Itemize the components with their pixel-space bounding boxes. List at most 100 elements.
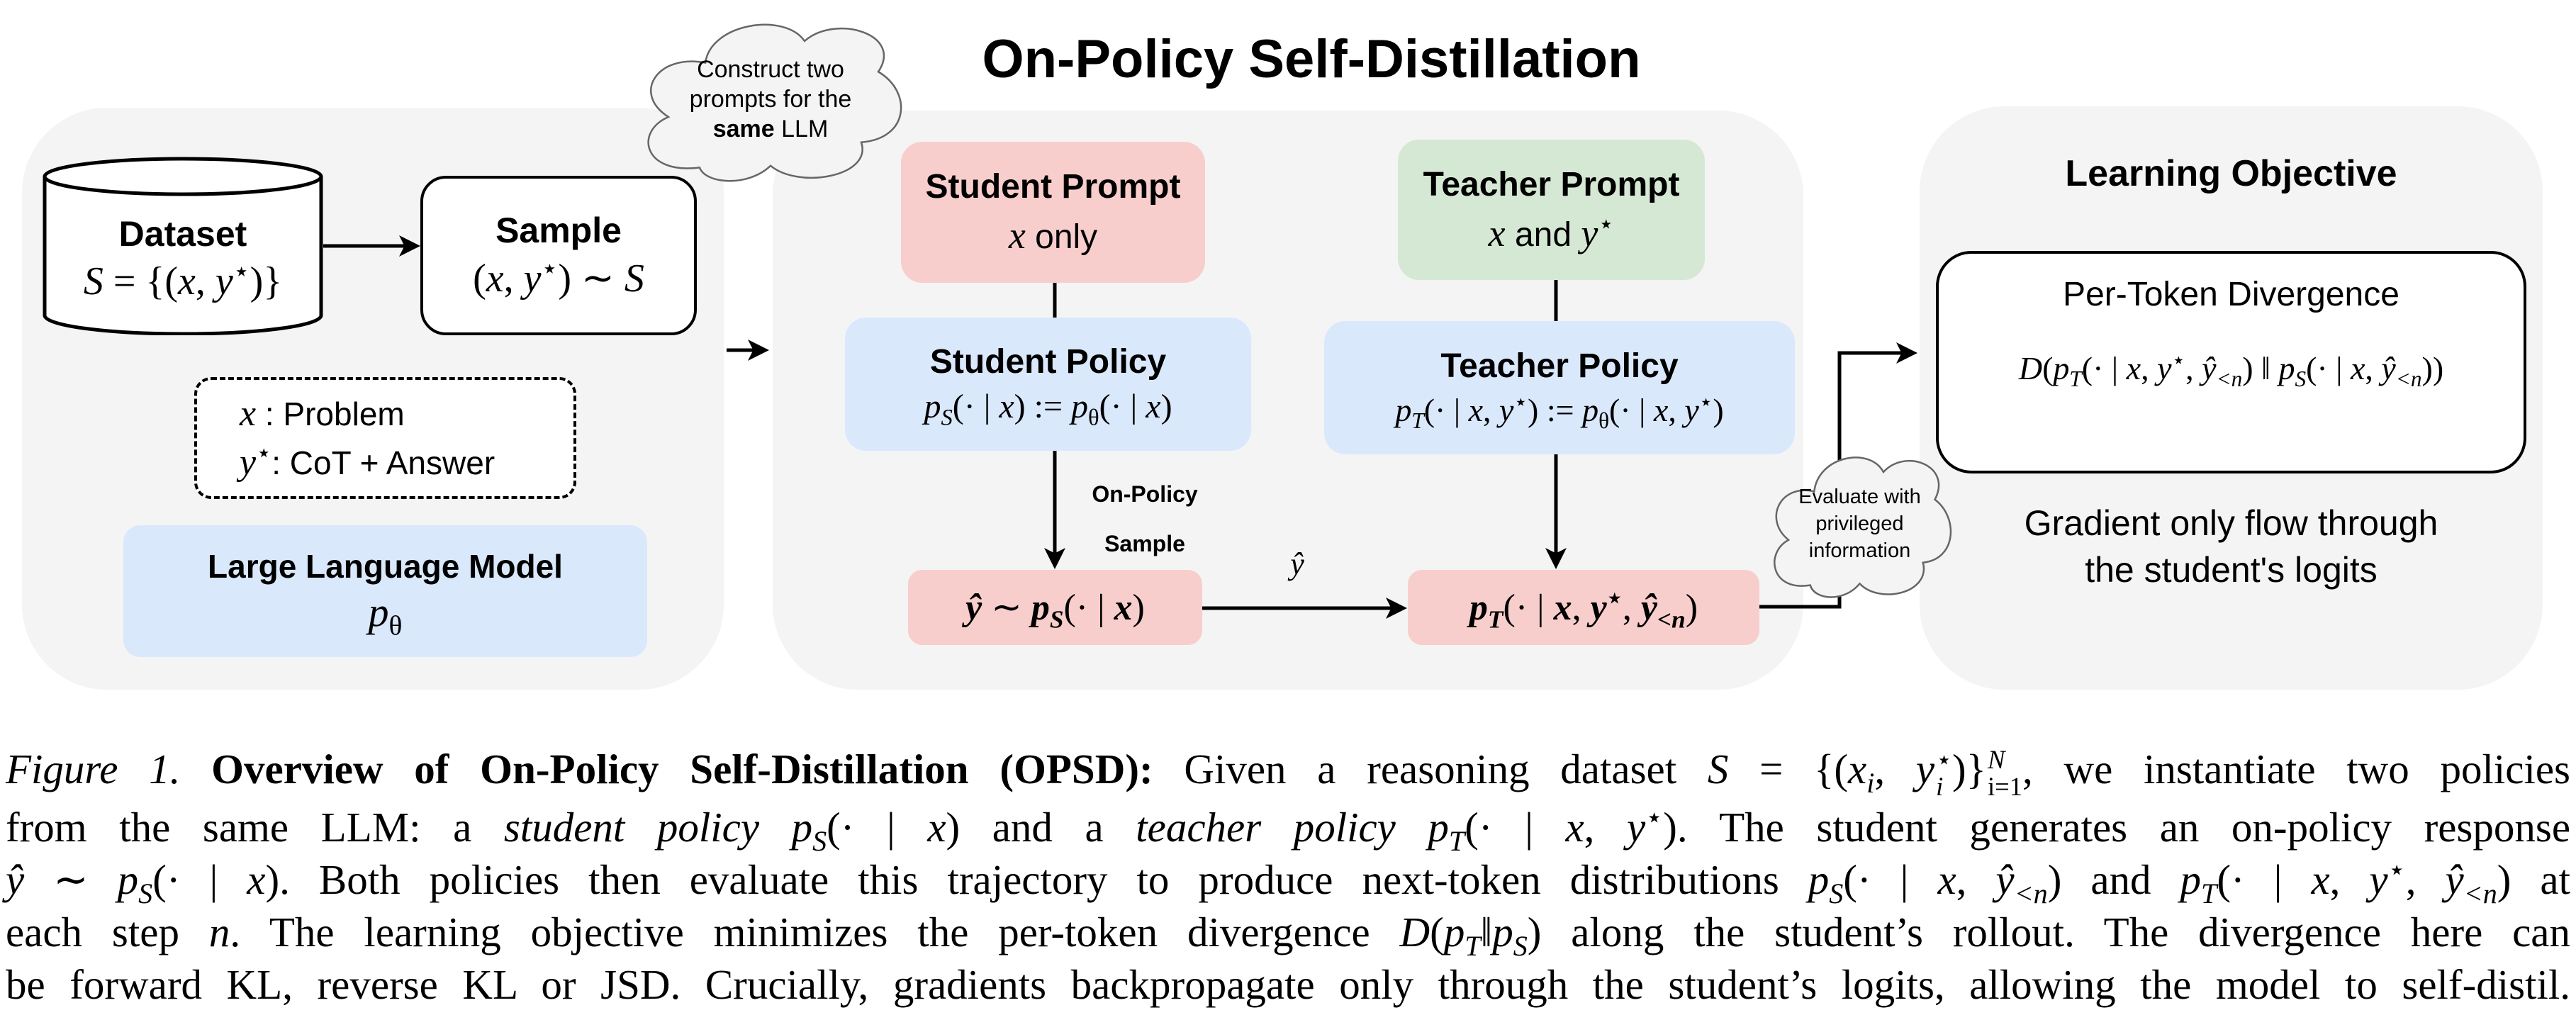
text-run: x: [1146, 388, 1161, 425]
text-run: D: [2018, 350, 2043, 386]
cloud-line: Evaluate with: [1798, 486, 1921, 508]
cloud-line: privileged: [1815, 512, 1904, 535]
sample-node: Sample (x, y⋆) ∼ S: [420, 176, 697, 335]
dataset-label: Dataset: [118, 214, 247, 254]
subscript: <n: [2463, 877, 2497, 909]
text-run: p: [1469, 587, 1488, 628]
x-symbol: x: [1489, 212, 1506, 254]
teacher-policy-label: Teacher Policy: [1440, 347, 1679, 385]
superscript: ⋆: [2171, 347, 2186, 373]
text-run: ŷ: [2202, 350, 2217, 386]
llm-label: Large Language Model: [208, 547, 563, 585]
subscript: T: [1465, 929, 1481, 962]
subscript: <n: [2014, 877, 2048, 909]
subscript: S: [1829, 877, 1844, 909]
caption-line: each step n. The learning objective mini…: [6, 908, 2570, 962]
yhat-edge-label: ŷ: [1276, 546, 1318, 582]
sample-label: Sample: [495, 211, 622, 250]
per-token-divergence-node: Per-Token Divergence D(pT(· | x, y⋆, ŷ<n…: [1936, 251, 2526, 473]
text-run: teacher policy: [1136, 803, 1396, 851]
cloud-line: Construct two: [697, 55, 844, 83]
text-run: p: [1031, 588, 1050, 628]
text-run: p: [1808, 856, 1830, 903]
text-run: x: [1565, 803, 1584, 851]
text-run: ŷ: [6, 856, 25, 903]
text-run: x: [927, 803, 946, 851]
text-run: p: [1582, 392, 1599, 428]
on-policy-sample-label: On-Policy Sample: [1077, 469, 1212, 568]
teacher-prompt-label: Teacher Prompt: [1423, 165, 1680, 203]
x-symbol: x: [240, 393, 256, 434]
note-line: the student's logits: [2085, 550, 2378, 590]
text-run: S: [1707, 746, 1729, 792]
superscript: ⋆: [1698, 389, 1713, 415]
caption-line: from the same LLM: a student policy pS(·…: [6, 801, 2571, 857]
text-run: D: [1399, 908, 1430, 955]
subscript: T: [2201, 877, 2217, 909]
text-run: ŷ: [1995, 856, 2015, 903]
cloud-line: prompts for the: [689, 85, 852, 113]
subscript: θ: [1598, 408, 1610, 434]
subscript: <n: [2216, 366, 2243, 392]
figure-caption: Figure 1. Overview of On-Policy Self-Dis…: [6, 743, 2570, 1011]
learning-objective-title: Learning Objective: [2065, 153, 2397, 194]
subscript: i: [1936, 772, 1944, 802]
legend-x-row: x : Problem: [240, 393, 405, 434]
student-sample-formula: ŷ ∼ pS(· | x): [965, 588, 1145, 634]
thought-cloud-evaluate: [1761, 443, 1959, 605]
superscript: N: [1987, 745, 2005, 775]
label-line: Sample: [1104, 531, 1185, 556]
text-run: p: [924, 388, 941, 425]
text-run: ŷ: [2381, 350, 2396, 386]
text-run: x: [1114, 588, 1133, 628]
and-text: and: [1505, 215, 1581, 254]
superscript: ⋆: [1936, 745, 1952, 775]
teacher-policy-node: Teacher Policy pT(· | x, y⋆) := pθ(· | x…: [1324, 321, 1795, 454]
text-run: y: [1590, 587, 1607, 628]
text-run: x: [486, 257, 504, 301]
text-run: p: [2278, 350, 2295, 386]
text-run: S: [83, 259, 103, 303]
notation-legend: x : Problem y⋆: CoT + Answer: [194, 377, 576, 499]
superscript: ⋆: [233, 257, 250, 287]
teacher-policy-formula: pT(· | x, y⋆) := pθ(· | x, y⋆): [1395, 389, 1724, 434]
text-run: y: [1499, 392, 1514, 428]
sub-sup-stack: ⋆i: [1936, 746, 1952, 801]
text-run: ŷ: [2445, 856, 2464, 903]
dataset-formula: S = {(x, y⋆)}: [83, 257, 283, 303]
caption-line: Figure 1. Overview of On-Policy Self-Dis…: [6, 745, 2570, 802]
caption-line: ŷ ∼ pS(· | x). Both policies then evalua…: [6, 853, 2570, 909]
note-line: Gradient only flow through: [2024, 503, 2438, 543]
llm-node: Large Language Model pθ: [123, 525, 647, 657]
subscript: S: [812, 824, 827, 857]
text-run: p: [2180, 856, 2202, 903]
student-prompt-content: x only: [1009, 213, 1097, 257]
text-run: y: [2369, 856, 2388, 903]
text-run: ŷ: [1640, 587, 1657, 628]
text-run: x: [1553, 587, 1572, 628]
subscript: T: [1411, 408, 1424, 434]
teacher-prompt-node: Teacher Prompt x and y⋆: [1398, 140, 1705, 280]
text-run: x: [1468, 392, 1484, 428]
superscript: ⋆: [1645, 801, 1664, 834]
per-token-divergence-label: Per-Token Divergence: [2063, 276, 2399, 313]
teacher-prompt-content: x and y⋆: [1489, 211, 1615, 255]
subscript: S: [138, 877, 153, 909]
subscript: S: [2295, 366, 2307, 392]
text-run: x: [2350, 350, 2365, 386]
subscript: <n: [1657, 604, 1686, 633]
caption-line: be forward KL, reverse KL or JSD. Crucia…: [6, 960, 2570, 1008]
text-run: ŷ: [965, 588, 982, 628]
subscript: T: [1448, 824, 1465, 857]
y-symbol: y⋆: [1581, 211, 1614, 254]
dataset-node: Dataset S = {(x, y⋆)}: [43, 191, 323, 326]
superscript: ⋆: [541, 254, 559, 284]
student-policy-node: Student Policy pS(· | x) := pθ(· | x): [845, 318, 1251, 451]
text-run: y: [1684, 392, 1699, 428]
text-run: p: [1428, 803, 1449, 851]
figure-title: On-Policy Self-Distillation: [982, 29, 1641, 89]
subscript: S: [941, 405, 953, 431]
subscript: i=1: [1987, 772, 2023, 802]
text-run: x: [1937, 856, 1956, 903]
student-policy-label: Student Policy: [929, 343, 1167, 381]
